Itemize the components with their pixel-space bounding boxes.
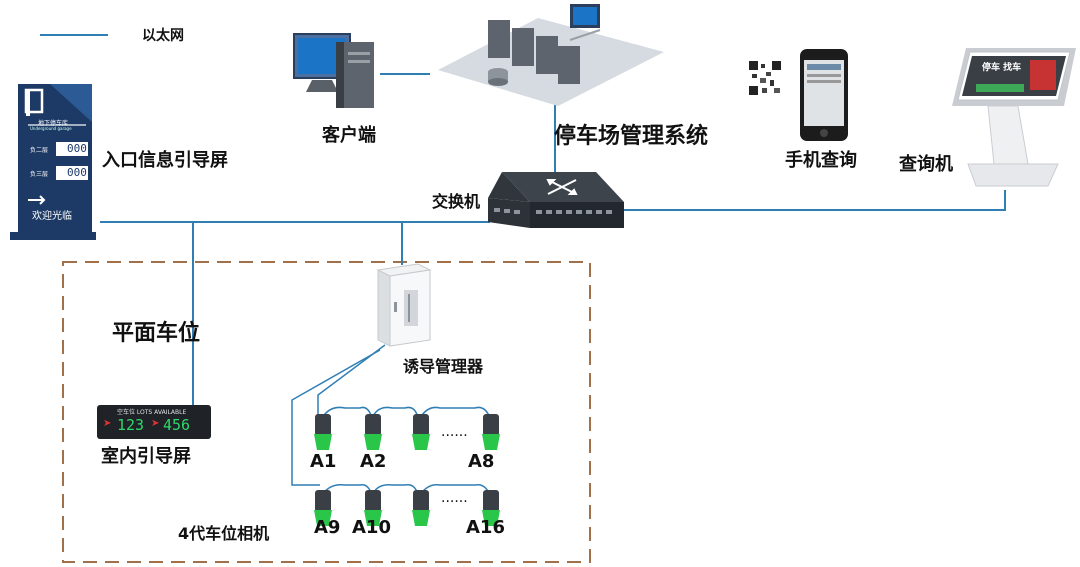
kiosk-graphic — [952, 48, 1076, 187]
entry-info-screen-label: 入口信息引导屏 — [102, 150, 228, 171]
entry-info-screen: 地下停车库 Underground garage 负二层 000 负三层 000… — [10, 82, 96, 240]
row2-chain — [321, 483, 491, 496]
camera-label-a1: A1 — [310, 451, 337, 472]
client-label: 客户端 — [322, 125, 376, 146]
camera-icon-a8 — [482, 414, 500, 450]
entry-sign-subtitle: Underground garage — [30, 126, 72, 131]
camera-group-label: 4代车位相机 — [178, 524, 270, 543]
row1-chain — [321, 406, 491, 419]
camera-label-a9: A9 — [314, 517, 341, 538]
management-system-servers-icon — [438, 4, 664, 106]
switch-kiosk-line — [620, 190, 1006, 211]
row1-ellipsis: ...... — [441, 424, 468, 440]
indoor-screen-header: 空车位 LOTS AVAILABLE — [117, 409, 187, 416]
kiosk-label: 查询机 — [899, 154, 953, 175]
entry-sign-title: 地下停车库 — [38, 120, 69, 127]
mobile-query-label: 手机查询 — [785, 150, 857, 171]
indoor-arrow-left-icon: ➤ — [103, 418, 112, 429]
guidance-manager-label: 诱导管理器 — [403, 357, 484, 376]
kiosk-screen-text: 停车 找车 — [982, 63, 1022, 73]
flat-parking-zone-label: 平面车位 — [112, 321, 201, 346]
flat-parking-zone-border — [62, 261, 591, 563]
indoor-screen-label: 室内引导屏 — [101, 446, 191, 467]
indoor-arrow-right-icon: ➤ — [151, 418, 160, 429]
camera-icon-a1 — [314, 414, 332, 450]
manager-row1-line — [317, 344, 386, 420]
manager-row2-line — [291, 349, 381, 486]
camera-icon-a3 — [412, 414, 430, 450]
camera-label-a16: A16 — [466, 517, 505, 538]
camera-label-a10: A10 — [352, 517, 391, 538]
indoor-guidance-screen: 空车位 LOTS AVAILABLE ➤ 123 ➤ 456 — [97, 405, 211, 439]
entry-floor2-label: 负三层 — [30, 171, 49, 178]
network-switch-icon — [488, 172, 624, 228]
camera-label-a8: A8 — [468, 451, 495, 472]
camera-icon-a2 — [364, 414, 382, 450]
camera-icon-a9 — [314, 490, 332, 526]
indoor-screen-value2: 456 — [163, 416, 191, 434]
entry-floor1-value: 000 — [67, 142, 87, 155]
camera-label-a2: A2 — [360, 451, 387, 472]
camera-icon-a10 — [364, 490, 382, 526]
entry-floor1-label: 负二层 — [30, 147, 49, 154]
management-system-label: 停车场管理系统 — [554, 124, 709, 149]
camera-icon-a16 — [482, 490, 500, 526]
client-computer-icon — [293, 33, 374, 108]
camera-icon-a11 — [412, 490, 430, 526]
query-kiosk: 停车 找车 — [948, 44, 1080, 194]
mobile-phone-icon — [800, 49, 848, 141]
legend-ethernet-label: 以太网 — [142, 28, 184, 44]
switch-label: 交换机 — [432, 192, 481, 211]
entry-sign-graphic — [10, 84, 96, 240]
indoor-screen-value1: 123 — [117, 416, 145, 434]
entry-floor2-value: 000 — [67, 166, 87, 179]
guidance-manager-icon — [376, 263, 432, 347]
entry-welcome-text: 欢迎光临 — [32, 211, 72, 222]
qr-code-icon — [748, 60, 782, 96]
row2-ellipsis: ...... — [441, 490, 468, 506]
